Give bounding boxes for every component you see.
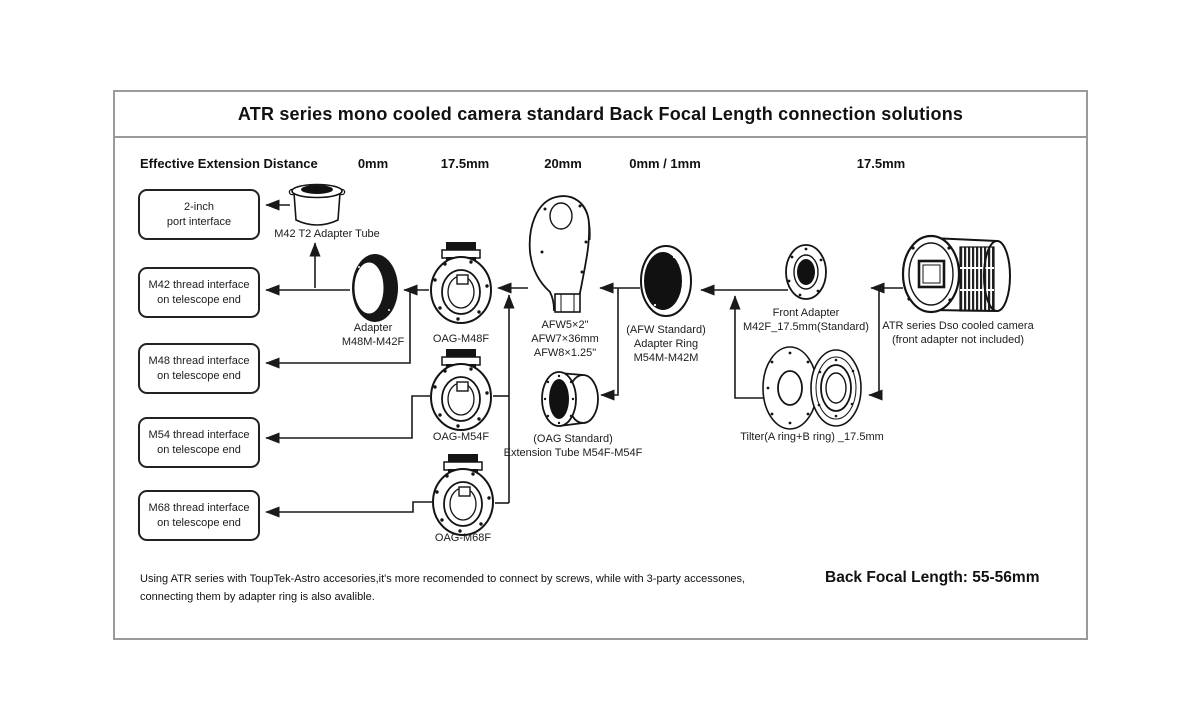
t2-tube-illustration	[288, 183, 346, 226]
oag-m48f-label: OAG-M48F	[432, 333, 490, 345]
adapter-m48m-m42f-illustration	[352, 254, 398, 322]
t2-tube-label: M42 T2 Adapter Tube	[274, 228, 380, 240]
tilter-illustration	[762, 346, 862, 430]
header-distance-0: 0mm	[357, 156, 389, 171]
header-distance-3: 0mm / 1mm	[629, 156, 701, 171]
afw-illustration	[528, 195, 591, 313]
interface-box-m48: M48 thread interface on telescope end	[138, 343, 260, 394]
adapter-m48m-m42f-label: Adapter M48M-M42F	[341, 322, 405, 349]
header-distance-1: 17.5mm	[440, 156, 490, 171]
oag-m68f-label: OAG-M68F	[434, 532, 492, 544]
front-adapter-label: Front Adapter M42F_17.5mm(Standard)	[743, 307, 869, 334]
tilter-label: Tilter(A ring+B ring) _17.5mm	[740, 431, 884, 443]
header-distance-2: 20mm	[544, 156, 582, 171]
oag-m54f-illustration	[430, 348, 492, 431]
title-bar: ATR series mono cooled camera standard B…	[115, 92, 1086, 138]
effective-extension-distance-label: Effective Extension Distance	[140, 156, 318, 171]
afw-label: AFW5×2" AFW7×36mm AFW8×1.25"	[531, 319, 599, 360]
adapter-ring-label: (AFW Standard) Adapter Ring M54M-M42M	[626, 324, 706, 365]
interface-box-m54: M54 thread interface on telescope end	[138, 417, 260, 468]
page-title: ATR series mono cooled camera standard B…	[237, 103, 964, 124]
interface-box-2inch: 2-inch port interface	[138, 189, 260, 240]
oag-m54f-label: OAG-M54F	[432, 431, 490, 443]
oag-m48f-illustration	[430, 241, 492, 324]
connection-arrows	[265, 199, 903, 518]
header-distance-4: 17.5mm	[856, 156, 906, 171]
extension-tube-illustration	[541, 371, 599, 427]
camera-illustration	[901, 234, 1011, 314]
oag-m68f-illustration	[432, 453, 494, 536]
extension-tube-label: (OAG Standard) Extension Tube M54F-M54F	[503, 433, 643, 460]
interface-box-m68: M68 thread interface on telescope end	[138, 490, 260, 541]
interface-box-m42: M42 thread interface on telescope end	[138, 267, 260, 318]
adapter-ring-m54m-m42m-illustration	[640, 245, 692, 317]
front-adapter-illustration	[785, 244, 827, 300]
footer-note: Using ATR series with ToupTek-Astro acce…	[140, 573, 746, 603]
camera-label: ATR series Dso cooled camera (front adap…	[882, 320, 1034, 347]
back-focal-length: Back Focal Length: 55-56mm	[825, 569, 1040, 586]
